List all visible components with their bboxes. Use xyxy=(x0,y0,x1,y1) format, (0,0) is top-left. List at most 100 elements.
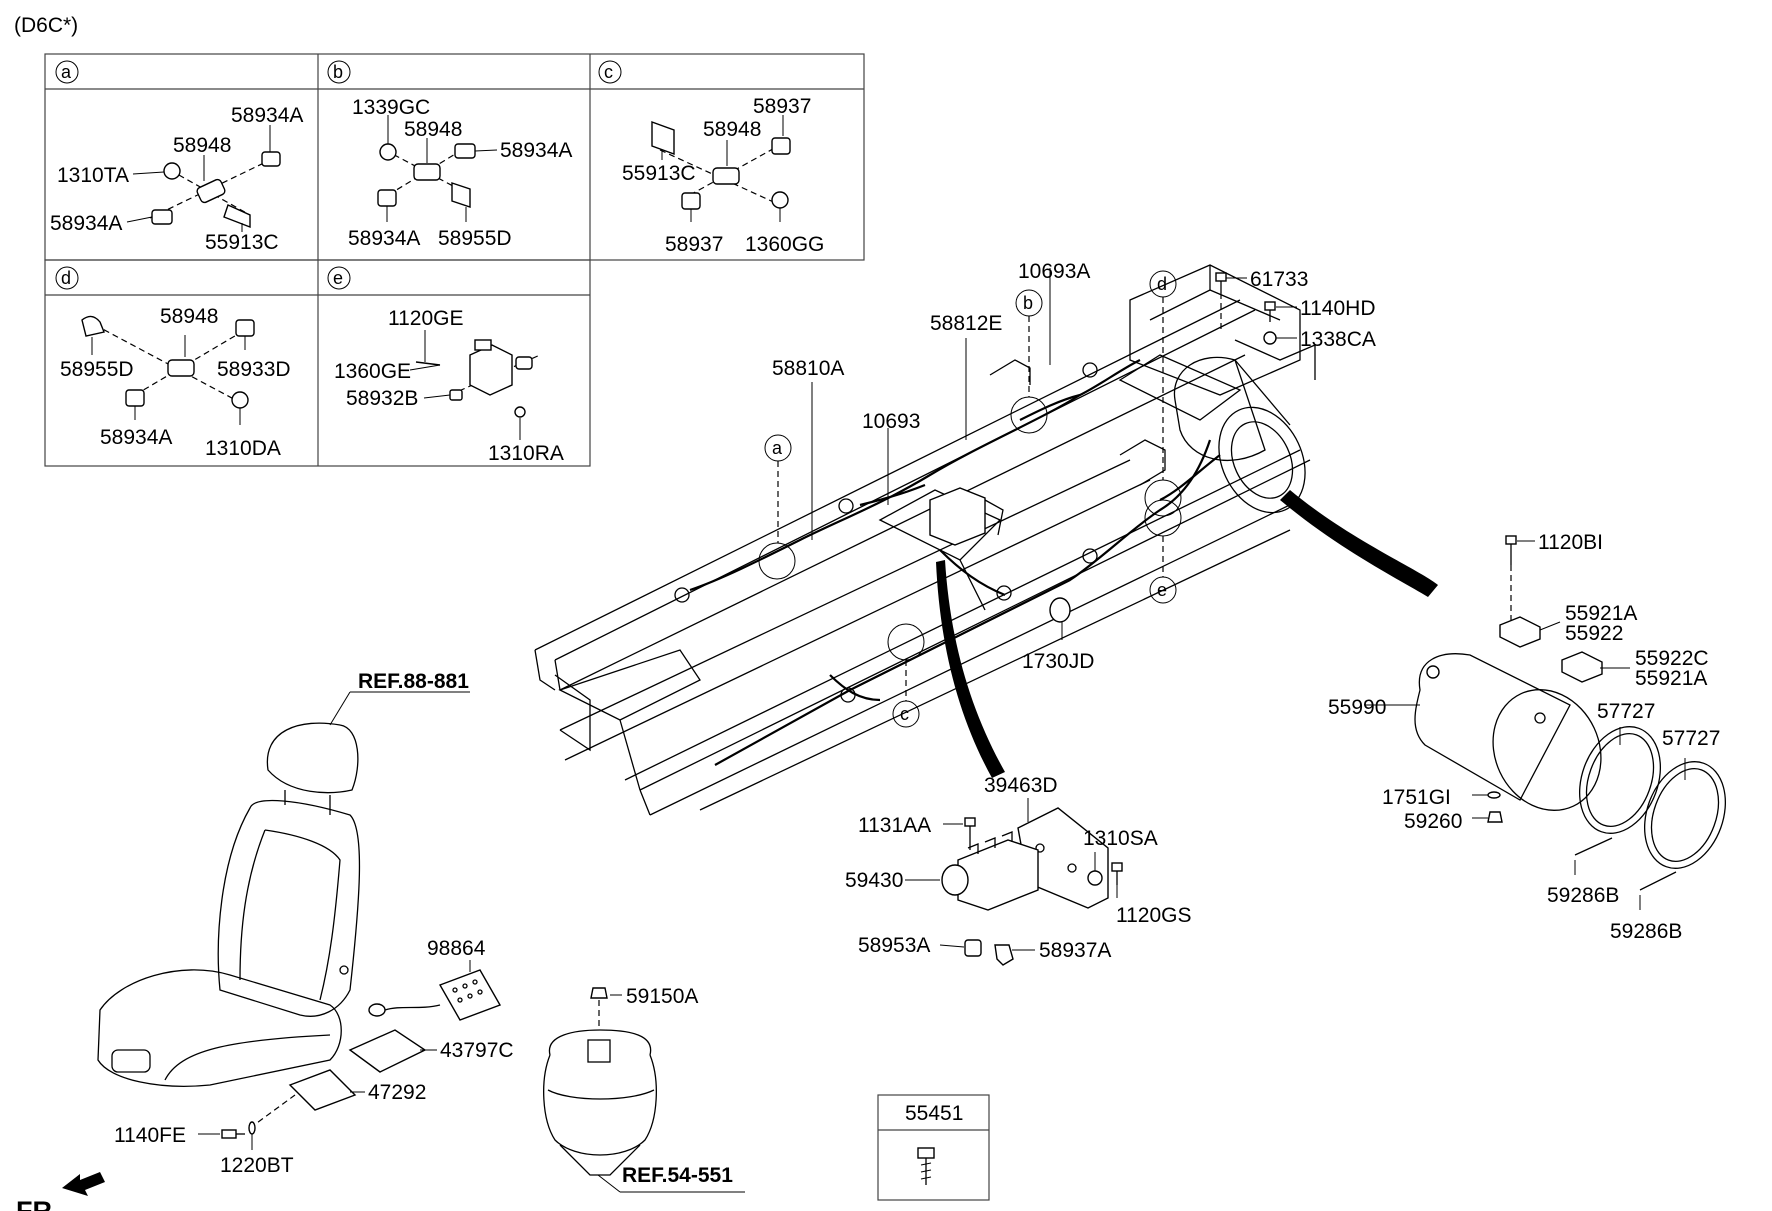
label-1310SA: 1310SA xyxy=(1083,827,1158,850)
label-58937A: 58937A xyxy=(1039,939,1111,962)
panel-c-label-4: 58937 xyxy=(665,233,723,256)
chassis-callout-b: b xyxy=(1010,289,1048,434)
front-label: FR. xyxy=(16,1196,60,1211)
chassis-callout-c: c xyxy=(887,623,925,728)
label-55922C: 55922C xyxy=(1635,647,1709,670)
panel-c-label-2: 58948 xyxy=(703,118,761,141)
detail-panels-grid xyxy=(44,53,865,467)
label-58953A: 58953A xyxy=(858,934,930,957)
panel-a-label-4: 58934A xyxy=(50,212,122,235)
panel-e-label-4: 1310RA xyxy=(488,442,564,465)
panel-letter-e: e xyxy=(327,266,351,290)
label-1751GI: 1751GI xyxy=(1382,786,1451,809)
panel-d-label-3: 58933D xyxy=(217,358,291,381)
label-57727-1: 57727 xyxy=(1597,700,1655,723)
label-1131AA: 1131AA xyxy=(858,814,931,837)
panel-d-label-4: 58934A xyxy=(100,426,172,449)
panel-e-label-2: 1360GE xyxy=(334,360,411,383)
main-leaders xyxy=(811,268,1063,640)
label-1730JD: 1730JD xyxy=(1022,650,1094,673)
air-tank-assembly xyxy=(1365,535,1727,910)
svg-text:e: e xyxy=(333,268,343,288)
panel-d-label-1: 58948 xyxy=(160,305,218,328)
seat-illustration xyxy=(97,691,470,1087)
label-58810A: 58810A xyxy=(772,357,844,380)
frame-valve-bracket xyxy=(929,487,1004,546)
panel-e-valve xyxy=(409,330,541,440)
panel-b-label-3: 58934A xyxy=(500,139,572,162)
panel-a-fittings xyxy=(126,125,281,232)
panel-c-label-3: 55913C xyxy=(622,162,696,185)
panel-d-label-2: 58955D xyxy=(60,358,134,381)
panel-a-label-3: 1310TA xyxy=(57,164,129,187)
panel-c-fittings xyxy=(651,115,791,222)
svg-text:d: d xyxy=(61,268,71,288)
bolt-1140HD xyxy=(1264,301,1297,322)
frame-tank xyxy=(1173,356,1306,514)
leveling-valve-assembly xyxy=(905,798,1123,966)
panel-letter-a: a xyxy=(55,60,79,84)
panel-b-fittings xyxy=(377,115,498,222)
panel-e-label-3: 58932B xyxy=(346,387,418,410)
chassis-callout-a: a xyxy=(758,434,796,580)
label-43797C: 43797C xyxy=(440,1039,514,1062)
label-10693: 10693 xyxy=(862,410,920,433)
label-55990: 55990 xyxy=(1328,696,1386,719)
svg-text:b: b xyxy=(333,62,343,82)
panel-d-label-5: 1310DA xyxy=(205,437,281,460)
ref-seat: REF.88-881 xyxy=(358,670,469,693)
svg-text:a: a xyxy=(772,438,783,458)
label-1120GS: 1120GS xyxy=(1116,904,1192,927)
bolt-61733 xyxy=(1215,272,1247,330)
header-code: (D6C*) xyxy=(14,14,78,37)
label-1140HD: 1140HD xyxy=(1300,297,1376,320)
panel-letter-b: b xyxy=(327,60,351,84)
label-55921A-2: 55921A xyxy=(1635,667,1707,690)
label-39463D: 39463D xyxy=(984,774,1058,797)
svg-text:b: b xyxy=(1023,293,1033,313)
chassis-callout-e: e xyxy=(1144,499,1182,604)
panel-a-label-1: 58934A xyxy=(231,104,303,127)
panel-d-fittings xyxy=(81,315,255,425)
label-98864: 98864 xyxy=(427,937,486,960)
swoosh-to-tank xyxy=(1280,490,1438,597)
air-spring xyxy=(543,987,745,1193)
label-58812E: 58812E xyxy=(930,312,1002,335)
ref-spring: REF.54-551 xyxy=(622,1164,733,1187)
label-1120BI: 1120BI xyxy=(1538,531,1603,554)
label-61733: 61733 xyxy=(1250,268,1308,291)
label-59286B-2: 59286B xyxy=(1610,920,1682,943)
panel-b-label-4: 58934A xyxy=(348,227,420,250)
label-55922: 55922 xyxy=(1565,622,1623,645)
chassis-frame xyxy=(534,264,1316,816)
svg-text:c: c xyxy=(900,704,909,724)
seat-control-parts xyxy=(198,960,502,1150)
ring-1730JD xyxy=(1049,597,1071,623)
label-57727-2: 57727 xyxy=(1662,727,1720,750)
label-59260: 59260 xyxy=(1404,810,1462,833)
panel-e-label-1: 1120GE xyxy=(388,307,464,330)
front-arrow-icon xyxy=(62,1172,105,1196)
label-1140FE: 1140FE xyxy=(114,1124,186,1147)
panel-a-label-2: 58948 xyxy=(173,134,231,157)
label-47292: 47292 xyxy=(368,1081,426,1104)
panel-b-label-2: 58948 xyxy=(404,118,462,141)
panel-letter-c: c xyxy=(598,60,622,84)
panel-c-label-5: 1360GG xyxy=(745,233,824,256)
svg-text:c: c xyxy=(604,62,613,82)
chassis-callout-d: d xyxy=(1144,270,1182,517)
panel-b-label-1: 1339GC xyxy=(352,96,430,119)
panel-b-label-5: 58955D xyxy=(438,227,512,250)
label-1338CA: 1338CA xyxy=(1300,328,1376,351)
label-55921A-1: 55921A xyxy=(1565,602,1637,625)
panel-letter-d: d xyxy=(55,266,79,290)
panel-a-label-5: 55913C xyxy=(205,231,279,254)
label-59430: 59430 xyxy=(845,869,903,892)
nut-1338CA xyxy=(1263,331,1297,345)
air-lines xyxy=(689,359,1221,766)
label-59150A: 59150A xyxy=(626,985,698,1008)
label-10693A: 10693A xyxy=(1018,260,1090,283)
svg-text:e: e xyxy=(1157,580,1167,600)
svg-text:d: d xyxy=(1157,274,1167,294)
